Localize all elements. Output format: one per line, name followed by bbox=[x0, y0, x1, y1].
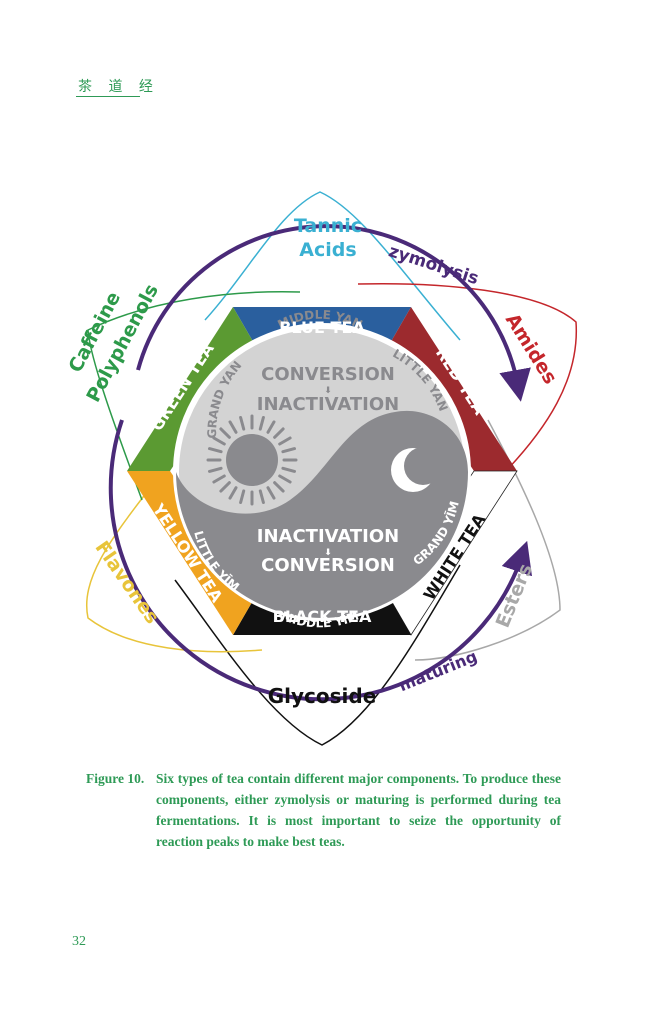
sun-ray bbox=[228, 420, 238, 434]
page-number: 32 bbox=[72, 934, 86, 949]
sun-ray bbox=[239, 489, 246, 504]
maturing-arc bbox=[108, 419, 532, 702]
middle-yim-label: MIDDLE YĪM bbox=[279, 609, 360, 631]
sun-ray bbox=[273, 481, 285, 493]
running-header: 茶 道 经 bbox=[78, 79, 159, 95]
process-arcs bbox=[108, 224, 532, 702]
lower-phrase-line1: INACTIVATION bbox=[257, 526, 399, 547]
sun-ray bbox=[278, 436, 292, 446]
sun-ray bbox=[258, 489, 265, 504]
segment-red-tea bbox=[389, 307, 517, 471]
moon-icon bbox=[391, 447, 442, 492]
maturing-label: maturing bbox=[396, 647, 480, 696]
sun-ray bbox=[208, 447, 223, 454]
blue-tea-label: BLUE TEA bbox=[279, 318, 365, 337]
segment-green-tea bbox=[127, 307, 255, 471]
tannic-acids-loop bbox=[204, 191, 461, 341]
lower-phrase-line2: CONVERSION bbox=[261, 555, 395, 576]
glycoside-loop bbox=[174, 564, 461, 746]
sun-ray bbox=[266, 420, 276, 434]
amides-loop bbox=[357, 282, 578, 473]
zymolysis-label: zymolysis bbox=[386, 241, 481, 289]
lower-phrase-arrow: ⬇ bbox=[324, 548, 332, 558]
flavones-label: Flavones bbox=[91, 537, 164, 628]
zymolysis-arc bbox=[136, 224, 531, 402]
figure-caption-text: Six types of tea contain different major… bbox=[156, 771, 561, 849]
sun-ray bbox=[208, 466, 223, 473]
esters-loop bbox=[414, 419, 561, 661]
upper-phrase-line1: CONVERSION bbox=[261, 364, 395, 385]
sun-icon bbox=[206, 414, 298, 506]
sun-ray bbox=[228, 486, 238, 500]
upper-phrase-line2: INACTIVATION bbox=[257, 394, 399, 415]
sun-ray bbox=[219, 427, 231, 439]
tannic-acids-label-line1: Tannic bbox=[294, 215, 362, 237]
glycoside-label: Glycoside bbox=[268, 684, 377, 708]
caffeine-loop bbox=[87, 291, 301, 501]
sun-ray bbox=[273, 427, 285, 439]
sun-ray bbox=[239, 416, 246, 431]
figure-label: Figure 10. bbox=[86, 771, 145, 786]
sun-ray bbox=[266, 486, 276, 500]
sun-ray bbox=[281, 466, 296, 473]
sun-ray bbox=[281, 447, 296, 454]
sun-ray bbox=[212, 474, 226, 484]
figure-caption: Figure 10. Six types of tea contain diff… bbox=[86, 768, 561, 852]
amides-label: Amides bbox=[501, 310, 561, 388]
header-rule bbox=[76, 96, 140, 97]
sun-ray bbox=[278, 474, 292, 484]
esters-label: Esters bbox=[492, 561, 537, 631]
sun-ray bbox=[219, 481, 231, 493]
sun-ray bbox=[258, 416, 265, 431]
segment-yellow-tea bbox=[127, 471, 255, 635]
black-tea-label: BLACK TEA bbox=[273, 607, 372, 626]
sun-ray bbox=[212, 436, 226, 446]
tannic-acids-label-line2: Acids bbox=[299, 239, 356, 261]
upper-phrase-arrow: ⬇ bbox=[324, 386, 332, 396]
tea-fermentation-diagram: CONVERSION ⬇ INACTIVATION INACTIVATION ⬇… bbox=[64, 191, 578, 746]
